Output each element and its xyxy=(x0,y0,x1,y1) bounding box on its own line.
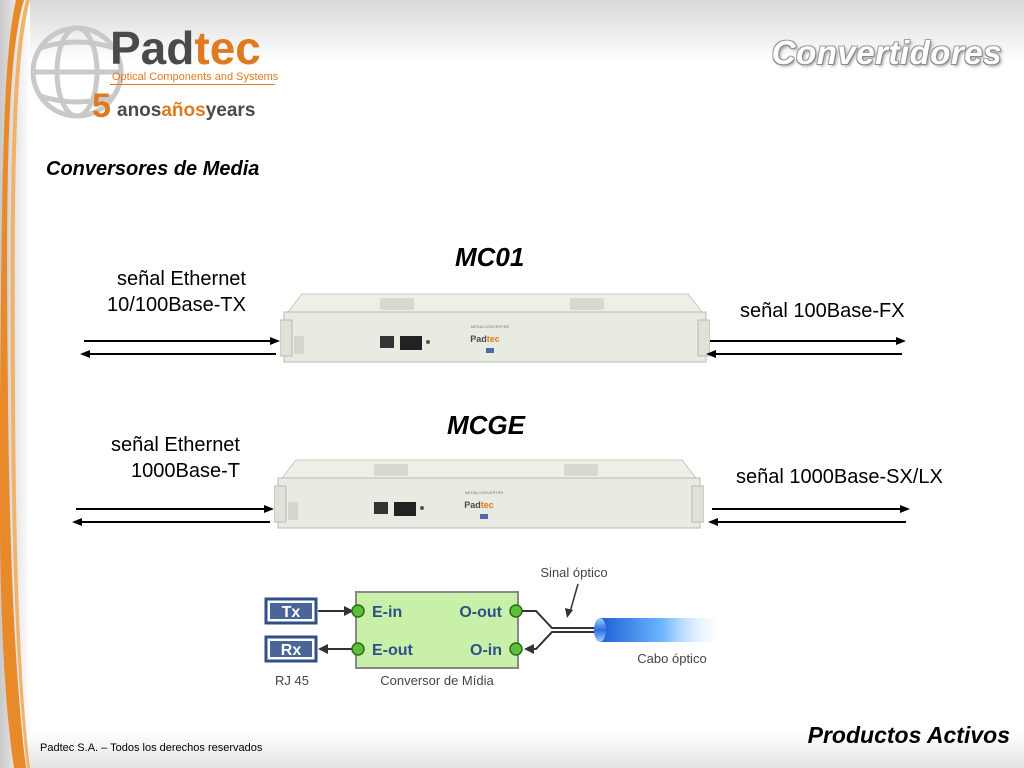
device-mcge-left-label-line2: 1000Base-T xyxy=(131,460,240,482)
anniversary-number: 5 xyxy=(92,87,111,125)
logo-name-orange: tec xyxy=(194,22,261,74)
panel-badge-icon xyxy=(486,348,494,353)
device-panel-text: MEDIA CONVERTER Padtec xyxy=(470,324,509,344)
anniversary-word-en: years xyxy=(205,100,256,121)
device-panel-text-2: MEDIA CONVERTER Padtec xyxy=(464,490,503,510)
device-mc01-left-label: señal Ethernet 10/100Base-TX xyxy=(88,266,246,318)
logo-rule xyxy=(110,84,275,85)
logo-name-dark: Pad xyxy=(110,22,195,74)
e-in-port-icon xyxy=(351,604,365,618)
media-converter-unit-mcge: MEDIA CONVERTER Padtec xyxy=(274,459,704,529)
converter-label: Conversor de Mídia xyxy=(380,673,494,688)
fiber-arrows-mc01 xyxy=(706,337,906,358)
o-in-label: O-in xyxy=(470,642,502,659)
panel-model-line: MEDIA CONVERTER xyxy=(471,324,510,329)
logo-tagline: Optical Components and Systems xyxy=(112,71,279,83)
footer-copyright: Padtec S.A. – Todos los derechos reserva… xyxy=(40,742,263,754)
converter-block-diagram: Tx Rx E-in E-out O-out O-in Sinal óptico… xyxy=(264,565,726,688)
anniversary-word-pt: anos xyxy=(117,100,162,121)
panel-badge-icon-2 xyxy=(480,514,488,519)
logo-wordmark: Padtec xyxy=(110,24,261,72)
device-mc01-right-label: señal 100Base-FX xyxy=(740,300,905,322)
ethernet-arrows-mcge xyxy=(72,505,274,526)
footer-band xyxy=(20,732,1024,768)
panel-model-line-2: MEDIA CONVERTER xyxy=(465,490,504,495)
o-in-port-icon xyxy=(509,642,523,656)
e-in-label: E-in xyxy=(372,604,402,621)
device-name-mc01: MC01 xyxy=(455,242,525,272)
anniversary-word-es: años xyxy=(161,100,206,121)
device-mcge-left-label: señal Ethernet 1000Base-T xyxy=(82,432,240,484)
device-mcge-left-label-line1: señal Ethernet xyxy=(111,434,240,456)
anniversary-words: anosañosyears xyxy=(117,100,255,122)
optical-cable-icon xyxy=(600,618,726,642)
optical-cable-label: Cabo óptico xyxy=(637,651,706,666)
device-mcge-right-label: señal 1000Base-SX/LX xyxy=(736,466,943,488)
device-mc01-left-label-line2: 10/100Base-TX xyxy=(107,294,246,316)
device-mc01-left-label-line1: señal Ethernet xyxy=(117,268,246,290)
rj45-label: RJ 45 xyxy=(275,673,309,688)
e-out-port-icon xyxy=(351,642,365,656)
footer-section-title: Productos Activos xyxy=(807,722,1010,748)
page-title: Convertidores xyxy=(771,34,1002,71)
e-out-label: E-out xyxy=(372,642,414,659)
converter-box xyxy=(355,591,519,669)
section-title: Conversores de Media xyxy=(46,158,260,180)
o-out-port-icon xyxy=(509,604,523,618)
header-band xyxy=(20,0,1024,60)
ethernet-arrows-mc01 xyxy=(80,337,280,358)
panel-brand-2: Padtec xyxy=(464,500,494,510)
fiber-arrows-mcge xyxy=(708,505,910,526)
globe-icon xyxy=(30,25,124,119)
media-converter-unit-mc01: MEDIA CONVERTER Padtec xyxy=(280,293,710,363)
optical-signal-label: Sinal óptico xyxy=(540,565,607,580)
rx-label: Rx xyxy=(281,642,302,659)
orange-side-stripe xyxy=(0,0,31,768)
o-out-label: O-out xyxy=(459,604,502,621)
device-name-mcge: MCGE xyxy=(447,410,525,440)
panel-brand: Padtec xyxy=(470,334,500,344)
tx-label: Tx xyxy=(282,604,301,621)
